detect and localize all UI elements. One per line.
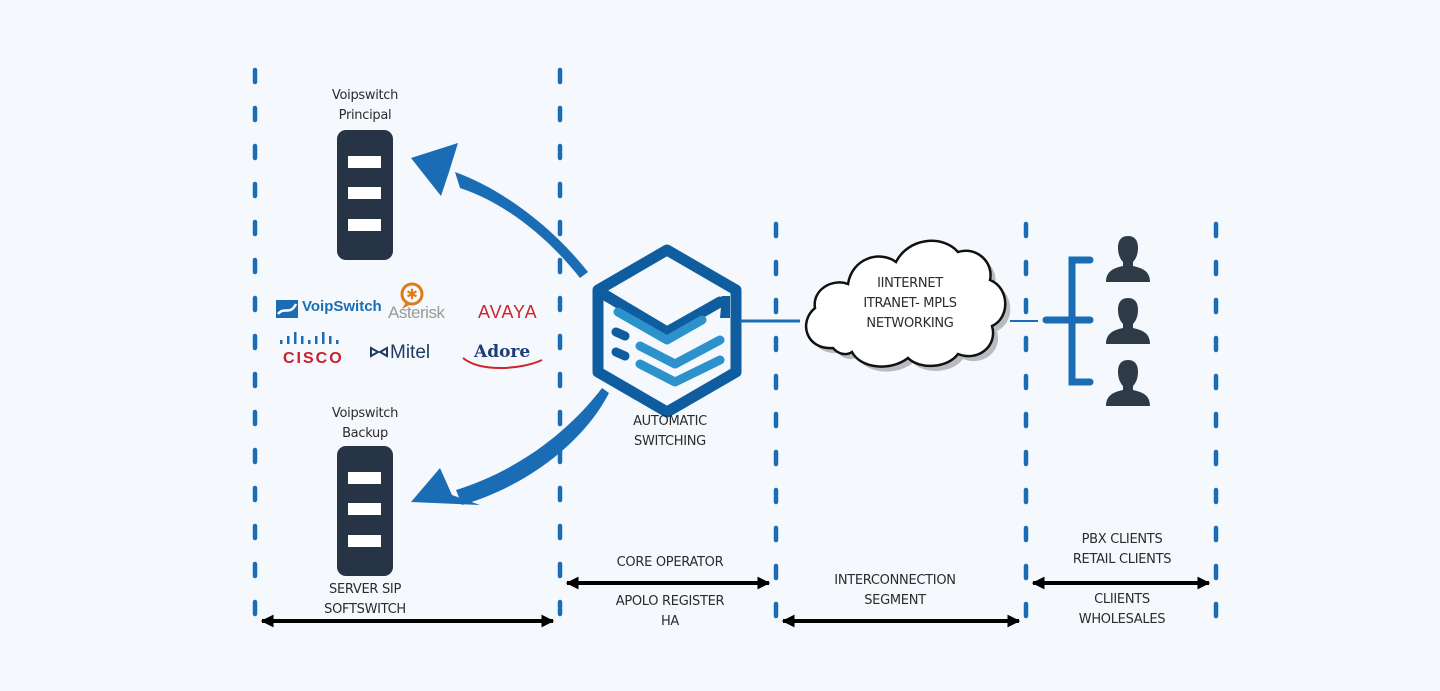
segment-label-clients-above: PBX CLIENTS RETAIL CLIENTS (1052, 530, 1192, 570)
server-backup-label-line2: Backup (342, 426, 388, 441)
failover-arrow-down-icon (411, 388, 609, 505)
cloud-label: IINTERNET ITRANET- MPLS NETWORKING (840, 274, 980, 334)
voipswitch-logo-icon (276, 300, 298, 318)
segment-dividers (252, 67, 1219, 633)
segment-softswitch-line2: SOFTSWITCH (324, 602, 406, 617)
server-principal-label-line1: Voipswitch (331, 88, 399, 103)
adore-logo-swoosh (462, 357, 543, 369)
vendor-logo-adore: Adore (474, 342, 531, 362)
segment-core-below-line2: HA (660, 614, 680, 629)
vendor-logo-asterisk: Asterisk (388, 303, 445, 322)
server-principal-label: Voipswitch Principal (305, 86, 425, 126)
segment-clients-below-line1: CLIIENTS (1094, 592, 1150, 607)
user-icon (1106, 298, 1150, 344)
vendor-logo-cisco: CISCO (283, 350, 344, 367)
client-users (1106, 236, 1150, 406)
server-backup-label: Voipswitch Backup (305, 404, 425, 444)
segment-interconnection-line2: SEGMENT (864, 593, 926, 608)
segment-label-softswitch: SERVER SIP SOFTSWITCH (300, 580, 430, 620)
client-bracket (1042, 256, 1094, 386)
vendor-logo-mitel: Mitel (390, 342, 431, 363)
core-label-line2: SWITCHING (634, 434, 706, 449)
failover-arrow-up-icon (411, 143, 588, 278)
core-label-line1: AUTOMATIC (633, 414, 707, 429)
cloud-label-line3: NETWORKING (866, 316, 954, 331)
server-principal-icon (337, 130, 393, 260)
segment-softswitch-line1: SERVER SIP (329, 582, 401, 597)
segment-core-below-line1: APOLO REGISTER (615, 594, 725, 609)
segment-interconnection-line1: INTERCONNECTION (834, 573, 956, 588)
server-backup-icon (337, 446, 393, 576)
cloud-label-line1: IINTERNET (877, 276, 943, 291)
cisco-logo-icon (280, 332, 339, 344)
mitel-logo-icon (370, 346, 388, 358)
segment-clients-below-line2: WHOLESALES (1078, 612, 1166, 627)
segment-clients-above-line1: PBX CLIENTS (1081, 532, 1163, 547)
user-icon (1106, 236, 1150, 282)
segment-label-core-below: APOLO REGISTER HA (580, 592, 760, 632)
svg-text:✱: ✱ (406, 287, 418, 303)
segment-label-clients-below: CLIIENTS WHOLESALES (1052, 590, 1192, 630)
segment-label-core-above: CORE OPERATOR (616, 555, 724, 570)
cube-layers-icon (592, 244, 742, 418)
server-principal-label-line2: Principal (338, 108, 392, 123)
user-icon (1106, 360, 1150, 406)
asterisk-logo-icon: ✱ (400, 282, 424, 309)
vendor-logo-avaya: AVAYA (478, 302, 538, 322)
internet-cloud-icon (804, 239, 1011, 372)
cloud-label-line2: ITRANET- MPLS (863, 296, 957, 311)
vendor-logo-voipswitch: VoipSwitch (302, 298, 382, 315)
server-backup-label-line1: Voipswitch (331, 406, 399, 421)
segment-clients-above-line2: RETAIL CLIENTS (1072, 552, 1172, 567)
segment-label-interconnection: INTERCONNECTION SEGMENT (815, 571, 975, 611)
core-label: AUTOMATIC SWITCHING (605, 412, 735, 452)
